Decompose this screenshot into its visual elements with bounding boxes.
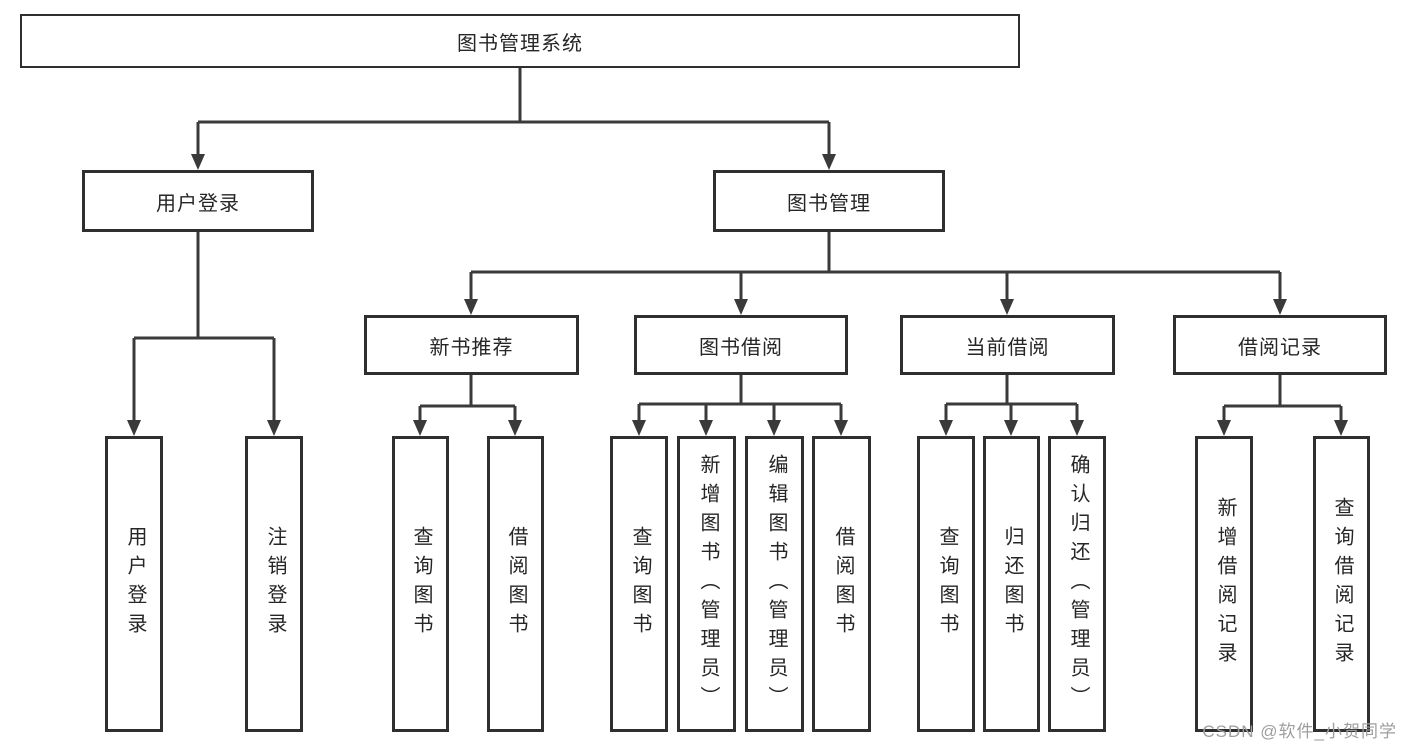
leaf-borrow-edit-books-admin: 编辑图书（管理员）: [745, 436, 804, 732]
arrowhead: [632, 420, 646, 436]
connector-new-book-recommendation-children: [413, 375, 522, 436]
leaf-user-login: 用户登录: [105, 436, 163, 732]
arrowhead: [267, 420, 281, 436]
arrowhead: [191, 154, 205, 170]
leaf-borrow-query-books: 查询图书: [610, 436, 668, 732]
leaf-borrow-borrow-books: 借阅图书: [812, 436, 871, 732]
leaf-records-add-borrow-record: 新增借阅记录: [1195, 436, 1253, 732]
arrowhead: [699, 420, 713, 436]
node-user-login: 用户登录: [82, 170, 314, 232]
arrowhead: [1000, 299, 1014, 315]
connector-root-to-level2: [191, 68, 836, 170]
leaf-current-confirm-return-admin: 确认归还（管理员）: [1048, 436, 1106, 732]
arrowhead: [508, 420, 522, 436]
connector-user-login-children: [127, 232, 281, 436]
leaf-borrow-add-books-admin: 新增图书（管理员）: [677, 436, 736, 732]
arrowhead: [1273, 299, 1287, 315]
arrowhead: [1334, 420, 1348, 436]
leaf-logout: 注销登录: [245, 436, 303, 732]
connector-book-management-children: [464, 232, 1287, 315]
arrowhead: [127, 420, 141, 436]
arrowhead: [939, 420, 953, 436]
leaf-newbook-borrow-books: 借阅图书: [487, 436, 544, 732]
node-book-borrowing: 图书借阅: [634, 315, 848, 375]
node-book-management: 图书管理: [713, 170, 945, 232]
node-current-borrowing: 当前借阅: [900, 315, 1115, 375]
arrowhead: [1217, 420, 1231, 436]
arrowhead: [734, 299, 748, 315]
leaf-current-query-books: 查询图书: [917, 436, 975, 732]
arrowhead: [413, 420, 427, 436]
connector-book-borrowing-children: [632, 375, 848, 436]
arrowhead: [1004, 420, 1018, 436]
node-library-management-system: 图书管理系统: [20, 14, 1020, 68]
connector-borrowing-records-children: [1217, 375, 1348, 436]
arrowhead: [464, 299, 478, 315]
leaf-current-return-books: 归还图书: [983, 436, 1040, 732]
arrowhead: [834, 420, 848, 436]
arrowhead: [767, 420, 781, 436]
arrowhead: [1070, 420, 1084, 436]
node-borrowing-records: 借阅记录: [1173, 315, 1387, 375]
node-new-book-recommendation: 新书推荐: [364, 315, 579, 375]
connector-current-borrowing-children: [939, 375, 1084, 436]
leaf-records-query-borrow-record: 查询借阅记录: [1313, 436, 1370, 732]
csdn-watermark: CSDN @软件_小贺同学: [1202, 722, 1397, 741]
arrowhead: [822, 154, 836, 170]
leaf-newbook-query-books: 查询图书: [392, 436, 449, 732]
